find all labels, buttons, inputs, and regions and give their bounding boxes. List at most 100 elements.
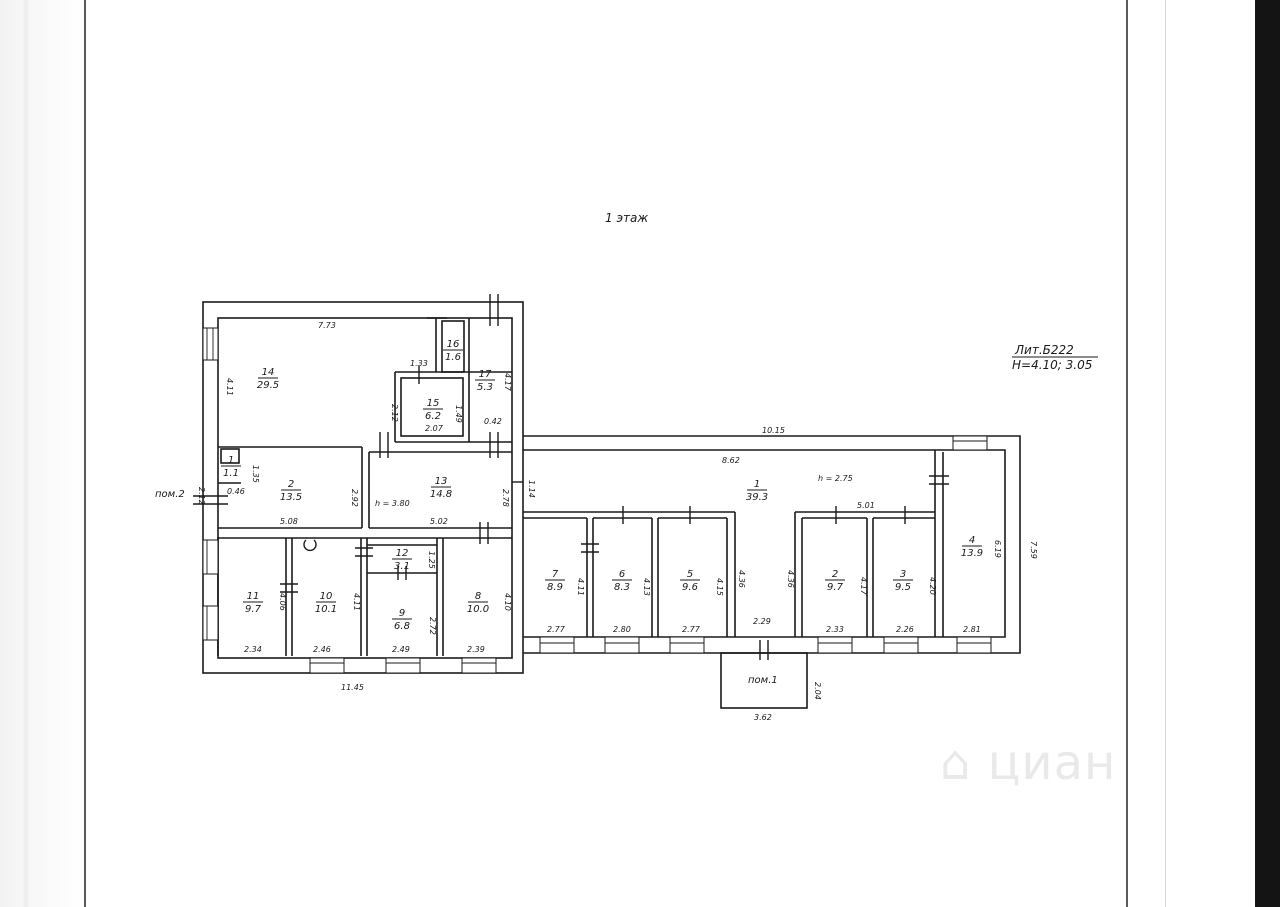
room-label-r2b: 29.7 (825, 569, 845, 593)
dimension-label: 4.06 (278, 593, 287, 611)
dimension-label: 2.80 (613, 625, 631, 634)
dimension-label: 2.78 (501, 489, 510, 507)
dimension-label: 2.26 (896, 625, 914, 634)
room-label-r12: 123.1 (392, 548, 412, 572)
room-number: 10 (320, 591, 333, 602)
room-labels: 1429.5161.6156.2175.311.1213.51314.8119.… (221, 339, 983, 632)
room-label-r4: 413.9 (961, 535, 983, 559)
dimension-label: 4.36 (737, 570, 746, 588)
room-number: 2 (832, 569, 838, 580)
dimension-label: 2.92 (350, 489, 359, 507)
room-area: 9.5 (895, 582, 911, 593)
room-label-r15: 156.2 (423, 398, 443, 422)
room-number: 2 (288, 479, 294, 490)
room-area: 6.8 (394, 621, 410, 632)
room-area: 29.5 (257, 380, 279, 391)
dimension-label: 2.77 (547, 625, 566, 634)
dimension-label: 2.12 (197, 487, 206, 505)
dimension-label: 10.15 (762, 426, 785, 435)
dimension-label: 2.39 (467, 645, 485, 654)
room-label-r9: 96.8 (392, 608, 412, 632)
room-area: 3.1 (394, 561, 410, 572)
dimension-label: 3.62 (754, 713, 772, 722)
room-area: 5.3 (477, 382, 493, 393)
room-label-r16: 161.6 (443, 339, 463, 363)
room-number: 6 (619, 569, 625, 580)
dimension-label: 0.42 (484, 417, 502, 426)
dimension-label: 4.10 (503, 593, 512, 611)
room-label-r8: 810.0 (467, 591, 489, 615)
height-label: Н=4.10; 3.05 (1012, 358, 1092, 372)
dimension-label: 1.33 (410, 359, 428, 368)
dimension-label: 1.14 (527, 480, 536, 498)
room-number: 11 (247, 591, 260, 602)
room-number: 16 (447, 339, 460, 350)
dimension-label: 4.36 (786, 570, 795, 588)
room-number: 15 (427, 398, 440, 409)
room-label-r17: 175.3 (475, 369, 495, 393)
lit-label: Лит.Б222 (1014, 343, 1074, 357)
room-label-r11: 119.7 (243, 591, 263, 615)
room-number: 13 (435, 476, 448, 487)
dimension-label: 2.72 (428, 617, 437, 635)
dimension-label: 4.20 (928, 577, 937, 595)
dimension-label: 4.11 (225, 378, 234, 396)
room-number: 9 (399, 608, 405, 619)
room-number: 1 (228, 455, 234, 466)
room-area: 9.6 (682, 582, 698, 593)
room-number: 14 (262, 367, 275, 378)
room-number: 3 (900, 569, 906, 580)
room-area: 10.0 (467, 604, 489, 615)
watermark: ⌂ циан (940, 735, 1117, 791)
dimension-label: 2.81 (963, 625, 981, 634)
dimension-label: 2.49 (392, 645, 410, 654)
room-number: 7 (552, 569, 559, 580)
dimension-label: 2.46 (313, 645, 331, 654)
dimension-label: 1.49 (454, 405, 463, 423)
dimension-label: 2.12 (390, 404, 399, 422)
floor-label: 1 этаж (605, 211, 648, 225)
dimension-label: 1.35 (251, 465, 260, 483)
scan-dark-edge (1255, 0, 1280, 907)
room-number: 5 (687, 569, 693, 580)
room-label-r10: 10 10.1 (315, 591, 337, 615)
room-area: 14.8 (430, 489, 452, 500)
room-area: 10.1 (315, 604, 337, 615)
room-label-r2a: 213.5 (280, 479, 302, 503)
scanned-page-margin (0, 0, 84, 907)
room-label-r7: 78.9 (545, 569, 565, 593)
room-area: 13.5 (280, 492, 302, 503)
dimension-label: 4.17 (503, 373, 512, 392)
room-area: 8.3 (614, 582, 630, 593)
room-label-r1a: 11.1 (221, 455, 241, 479)
dimension-label: 7.59 (1029, 541, 1038, 559)
drawing-frame-right (1126, 0, 1128, 907)
dimension-label: 4.17 (859, 577, 868, 596)
dimension-label: 5.08 (280, 517, 298, 526)
dimension-label: 4.13 (642, 578, 651, 596)
dimension-label: 0.46 (227, 487, 245, 496)
dimension-label: 4.15 (715, 578, 724, 596)
room-area: 39.3 (746, 492, 768, 503)
room-number: 8 (475, 591, 481, 602)
dimension-label: 1.25 (427, 551, 436, 569)
exterior-walls (202, 301, 1021, 709)
room-area: 9.7 (827, 582, 844, 593)
doors (193, 294, 949, 660)
room-area: 13.9 (961, 548, 983, 559)
dimension-label: 7.73 (318, 321, 336, 330)
dimension-label: h = 3.80 (375, 499, 410, 508)
dimension-label: h = 2.75 (818, 474, 853, 483)
drawing-frame-left (84, 0, 86, 907)
room-number: 1 (754, 479, 760, 490)
annex-right-label: пом.1 (748, 675, 778, 686)
room-area: 6.2 (425, 411, 441, 422)
dimension-label: 4.11 (576, 578, 585, 596)
room-label-r13: 13 14.8 (430, 476, 452, 500)
room-label-r6: 68.3 (612, 569, 632, 593)
windows (202, 327, 992, 674)
dimension-label: 11.45 (341, 683, 364, 692)
dimension-label: 5.02 (430, 517, 448, 526)
dimension-label: 4.11 (352, 593, 361, 611)
